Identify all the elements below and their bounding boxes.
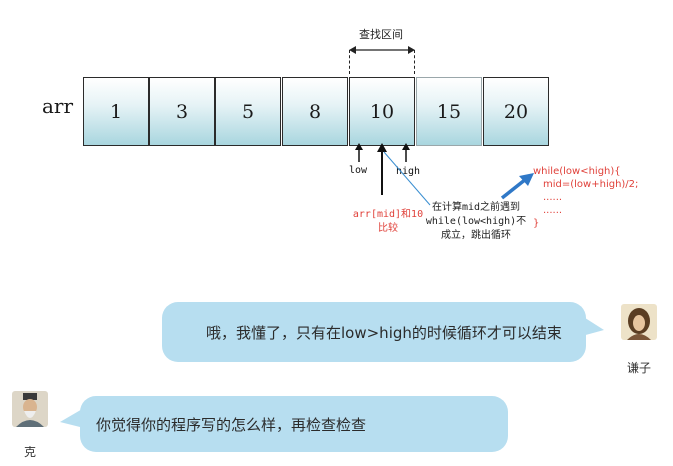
cell-value: 1 <box>109 100 123 123</box>
callout-line: while(low<high)不 <box>425 216 527 227</box>
callout-connector <box>383 151 431 206</box>
username: 谦子 <box>627 361 652 375</box>
cell-value: 3 <box>175 100 189 123</box>
callout-line: 在计算mid之前遇到 <box>431 202 521 213</box>
code-line: mid=(low+high)/2; <box>543 179 639 190</box>
avatar <box>621 304 657 340</box>
pointer-arrows <box>355 143 410 195</box>
code-line: ...... <box>543 205 563 216</box>
username: 克 <box>24 445 37 459</box>
low-label: low <box>349 165 368 176</box>
blue-arrow <box>500 173 534 200</box>
bubble-tail-left <box>60 408 84 428</box>
code-line: while(low<high){ <box>533 166 621 177</box>
chat-bubble-left: 你觉得你的程序写的怎么样，再检查检查 <box>80 396 508 452</box>
array-cell: 15 <box>416 77 482 146</box>
compare-note: arr[mid]和10 比较 <box>348 208 428 236</box>
cell-value: 10 <box>369 100 395 123</box>
message-text: 你觉得你的程序写的怎么样，再检查检查 <box>96 415 367 434</box>
user-avatar-icon <box>12 391 48 427</box>
array-cell: 8 <box>282 77 348 146</box>
message-text: 哦，我懂了，只有在low>high的时候循环才可以结束 <box>206 323 562 342</box>
cell-value: 5 <box>241 100 255 123</box>
search-range-bracket <box>349 50 415 74</box>
callout-box: 在计算mid之前遇到 while(low<high)不 成立，跳出循环 <box>424 201 528 243</box>
array-label: arr <box>42 94 74 118</box>
bubble-tail-right <box>582 316 604 336</box>
chat-bubble-right: 哦，我懂了，只有在low>high的时候循环才可以结束 <box>162 302 586 362</box>
avatar <box>12 391 48 427</box>
user-avatar-icon <box>621 304 657 340</box>
code-line: } <box>533 218 540 229</box>
binary-search-diagram: arr 1 3 5 8 10 15 20 查找区间 low high arr[m… <box>42 28 638 243</box>
code-snippet: while(low<high){ mid=(low+high)/2; .....… <box>533 165 638 230</box>
cell-value: 15 <box>436 100 462 123</box>
range-double-arrow <box>349 46 415 54</box>
compare-note-line: 比较 <box>378 223 398 234</box>
array-cell: 10 <box>349 77 415 146</box>
search-range-label: 查找区间 <box>359 28 403 41</box>
array-cell: 3 <box>149 77 215 146</box>
cell-value: 8 <box>308 100 322 123</box>
array-cell: 5 <box>215 77 281 146</box>
cell-value: 20 <box>503 100 529 123</box>
array-cell: 20 <box>483 77 549 146</box>
callout-line: 成立，跳出循环 <box>441 230 511 241</box>
compare-note-line: arr[mid]和10 <box>352 209 424 220</box>
array-cell: 1 <box>83 77 149 146</box>
code-line: ...... <box>543 192 563 203</box>
high-label: high <box>396 166 421 177</box>
